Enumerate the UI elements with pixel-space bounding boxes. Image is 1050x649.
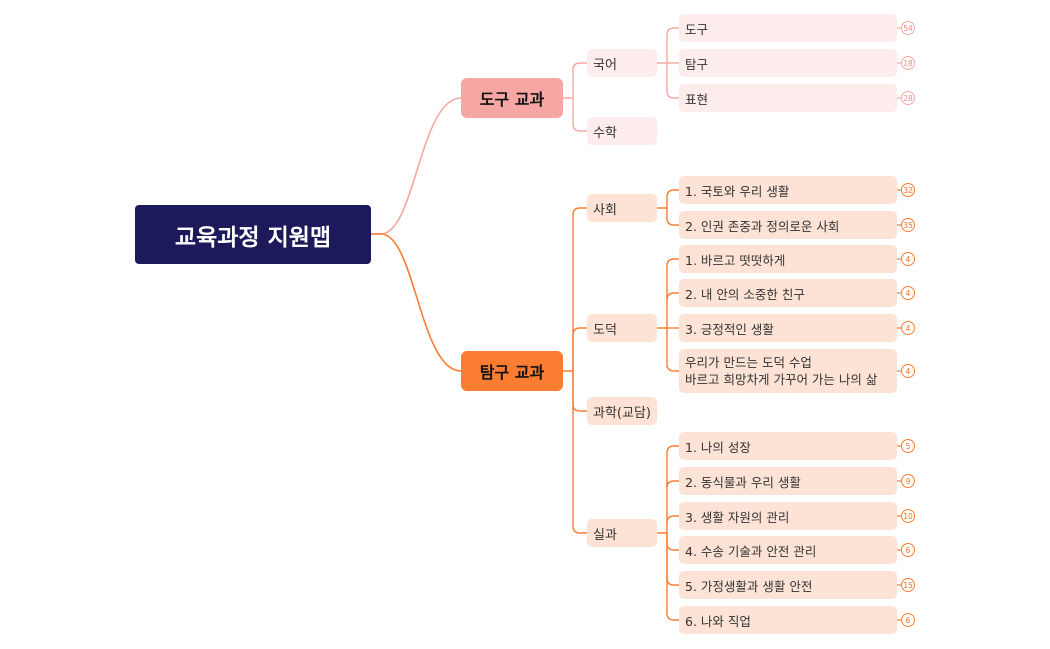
connector-practical-leaf (666, 480, 679, 489)
connector-ethics-leaf (666, 292, 679, 301)
connector-practical-leaf (666, 533, 679, 586)
leaf-topic[interactable]: 표현 (679, 84, 897, 112)
leaf-label: 3. 생활 자원의 관리 (685, 509, 790, 525)
connector-tool-korean (563, 62, 587, 99)
connector-inquiry-ethics (572, 327, 587, 371)
count-badge[interactable]: 5 (901, 439, 915, 453)
count-badge[interactable]: 54 (901, 21, 915, 35)
connector-tool-math (572, 98, 587, 132)
branch-inquiry-subjects[interactable]: 탐구 교과 (461, 351, 563, 391)
connector-practical-leaf (666, 533, 679, 621)
leaf-label: 2. 내 안의 소중한 친구 (685, 286, 805, 302)
connector-ethics-leaf (666, 328, 679, 372)
leaf-label: 1. 국토와 우리 생활 (685, 183, 790, 199)
connector-social-leaf (666, 208, 679, 226)
connector-root-inquiry (371, 233, 462, 372)
count-badge[interactable]: 10 (901, 509, 915, 523)
connector-inquiry-practical (572, 371, 587, 534)
leaf-topic[interactable]: 우리가 만드는 도덕 수업 바르고 희망차게 가꾸어 가는 나의 삶 (679, 349, 897, 393)
subject-math[interactable]: 수학 (587, 117, 657, 145)
count-badge[interactable]: 4 (901, 364, 915, 378)
subject-korean[interactable]: 국어 (587, 49, 657, 77)
leaf-topic[interactable]: 2. 동식물과 우리 생활 (679, 467, 897, 495)
leaf-topic[interactable]: 탐구 (679, 49, 897, 77)
leaf-label: 2. 인권 존중과 정의로운 사회 (685, 218, 840, 234)
count-badge[interactable]: 6 (901, 613, 915, 627)
count-badge[interactable]: 18 (901, 56, 915, 70)
badge-connectors (897, 27, 901, 621)
leaf-topic[interactable]: 1. 나의 성장 (679, 432, 897, 460)
subject-label: 과학(교담) (593, 405, 651, 421)
count-badge[interactable]: 4 (901, 321, 915, 335)
leaf-topic[interactable]: 1. 바르고 떳떳하게 (679, 245, 897, 273)
connector-practical-leaf (657, 445, 679, 534)
connector-inquiry-social (563, 207, 587, 372)
leaf-label: 표현 (685, 91, 709, 107)
connector-practical-leaf (666, 515, 679, 524)
connector-korean-leaf (666, 63, 679, 99)
count-badge[interactable]: 6 (901, 543, 915, 557)
leaf-topic[interactable]: 2. 내 안의 소중한 친구 (679, 279, 897, 307)
connector-social-leaf (657, 189, 679, 209)
connector-korean-leaf (657, 27, 679, 64)
count-badge[interactable]: 4 (901, 252, 915, 266)
leaf-label: 탐구 (685, 56, 709, 72)
subject-ethics[interactable]: 도덕 (587, 314, 657, 342)
leaf-topic[interactable]: 1. 국토와 우리 생활 (679, 176, 897, 204)
root-title: 교육과정 지원맵 (174, 224, 332, 251)
count-badge[interactable]: 15 (901, 578, 915, 592)
leaf-label: 4. 수송 기술과 안전 관리 (685, 543, 817, 559)
subject-label: 사회 (593, 202, 617, 218)
leaf-topic[interactable]: 2. 인권 존중과 정의로운 사회 (679, 211, 897, 239)
branch-label: 탐구 교과 (479, 363, 545, 382)
connector-inquiry-science (572, 371, 587, 412)
connector-root-tool (371, 97, 462, 235)
leaf-topic[interactable]: 3. 긍정적인 생활 (679, 314, 897, 342)
branch-label: 도구 교과 (479, 90, 545, 109)
subject-label: 실과 (593, 527, 617, 543)
leaf-label: 1. 바르고 떳떳하게 (685, 252, 786, 268)
leaf-label: 3. 긍정적인 생활 (685, 321, 774, 337)
subject-label: 국어 (593, 57, 617, 73)
count-badge[interactable]: 4 (901, 286, 915, 300)
subject-label: 도덕 (593, 322, 617, 338)
leaf-label: 6. 나와 직업 (685, 613, 751, 629)
leaf-label: 2. 동식물과 우리 생활 (685, 474, 801, 490)
leaf-label: 1. 나의 성장 (685, 439, 751, 455)
subject-label: 수학 (593, 125, 617, 141)
connector-ethics-leaf (657, 258, 679, 329)
subject-social[interactable]: 사회 (587, 194, 657, 222)
leaf-label: 우리가 만드는 도덕 수업 바르고 희망차게 가꾸어 가는 나의 삶 (685, 355, 878, 387)
count-badge[interactable]: 35 (901, 218, 915, 232)
leaf-topic[interactable]: 3. 생활 자원의 관리 (679, 502, 897, 530)
subject-science[interactable]: 과학(교담) (587, 397, 657, 425)
count-badge[interactable]: 28 (901, 91, 915, 105)
leaf-topic[interactable]: 4. 수송 기술과 안전 관리 (679, 536, 897, 564)
leaf-topic[interactable]: 도구 (679, 14, 897, 42)
branch-tool-subjects[interactable]: 도구 교과 (461, 78, 563, 118)
leaf-label: 5. 가정생활과 생활 안전 (685, 578, 813, 594)
subject-practical[interactable]: 실과 (587, 519, 657, 547)
connector-practical-leaf (666, 542, 679, 551)
count-badge[interactable]: 32 (901, 183, 915, 197)
leaf-label: 도구 (685, 21, 709, 37)
root-node[interactable]: 교육과정 지원맵 (135, 205, 371, 264)
count-badge[interactable]: 9 (901, 474, 915, 488)
leaf-topic[interactable]: 6. 나와 직업 (679, 606, 897, 634)
leaf-topic[interactable]: 5. 가정생활과 생활 안전 (679, 571, 897, 599)
